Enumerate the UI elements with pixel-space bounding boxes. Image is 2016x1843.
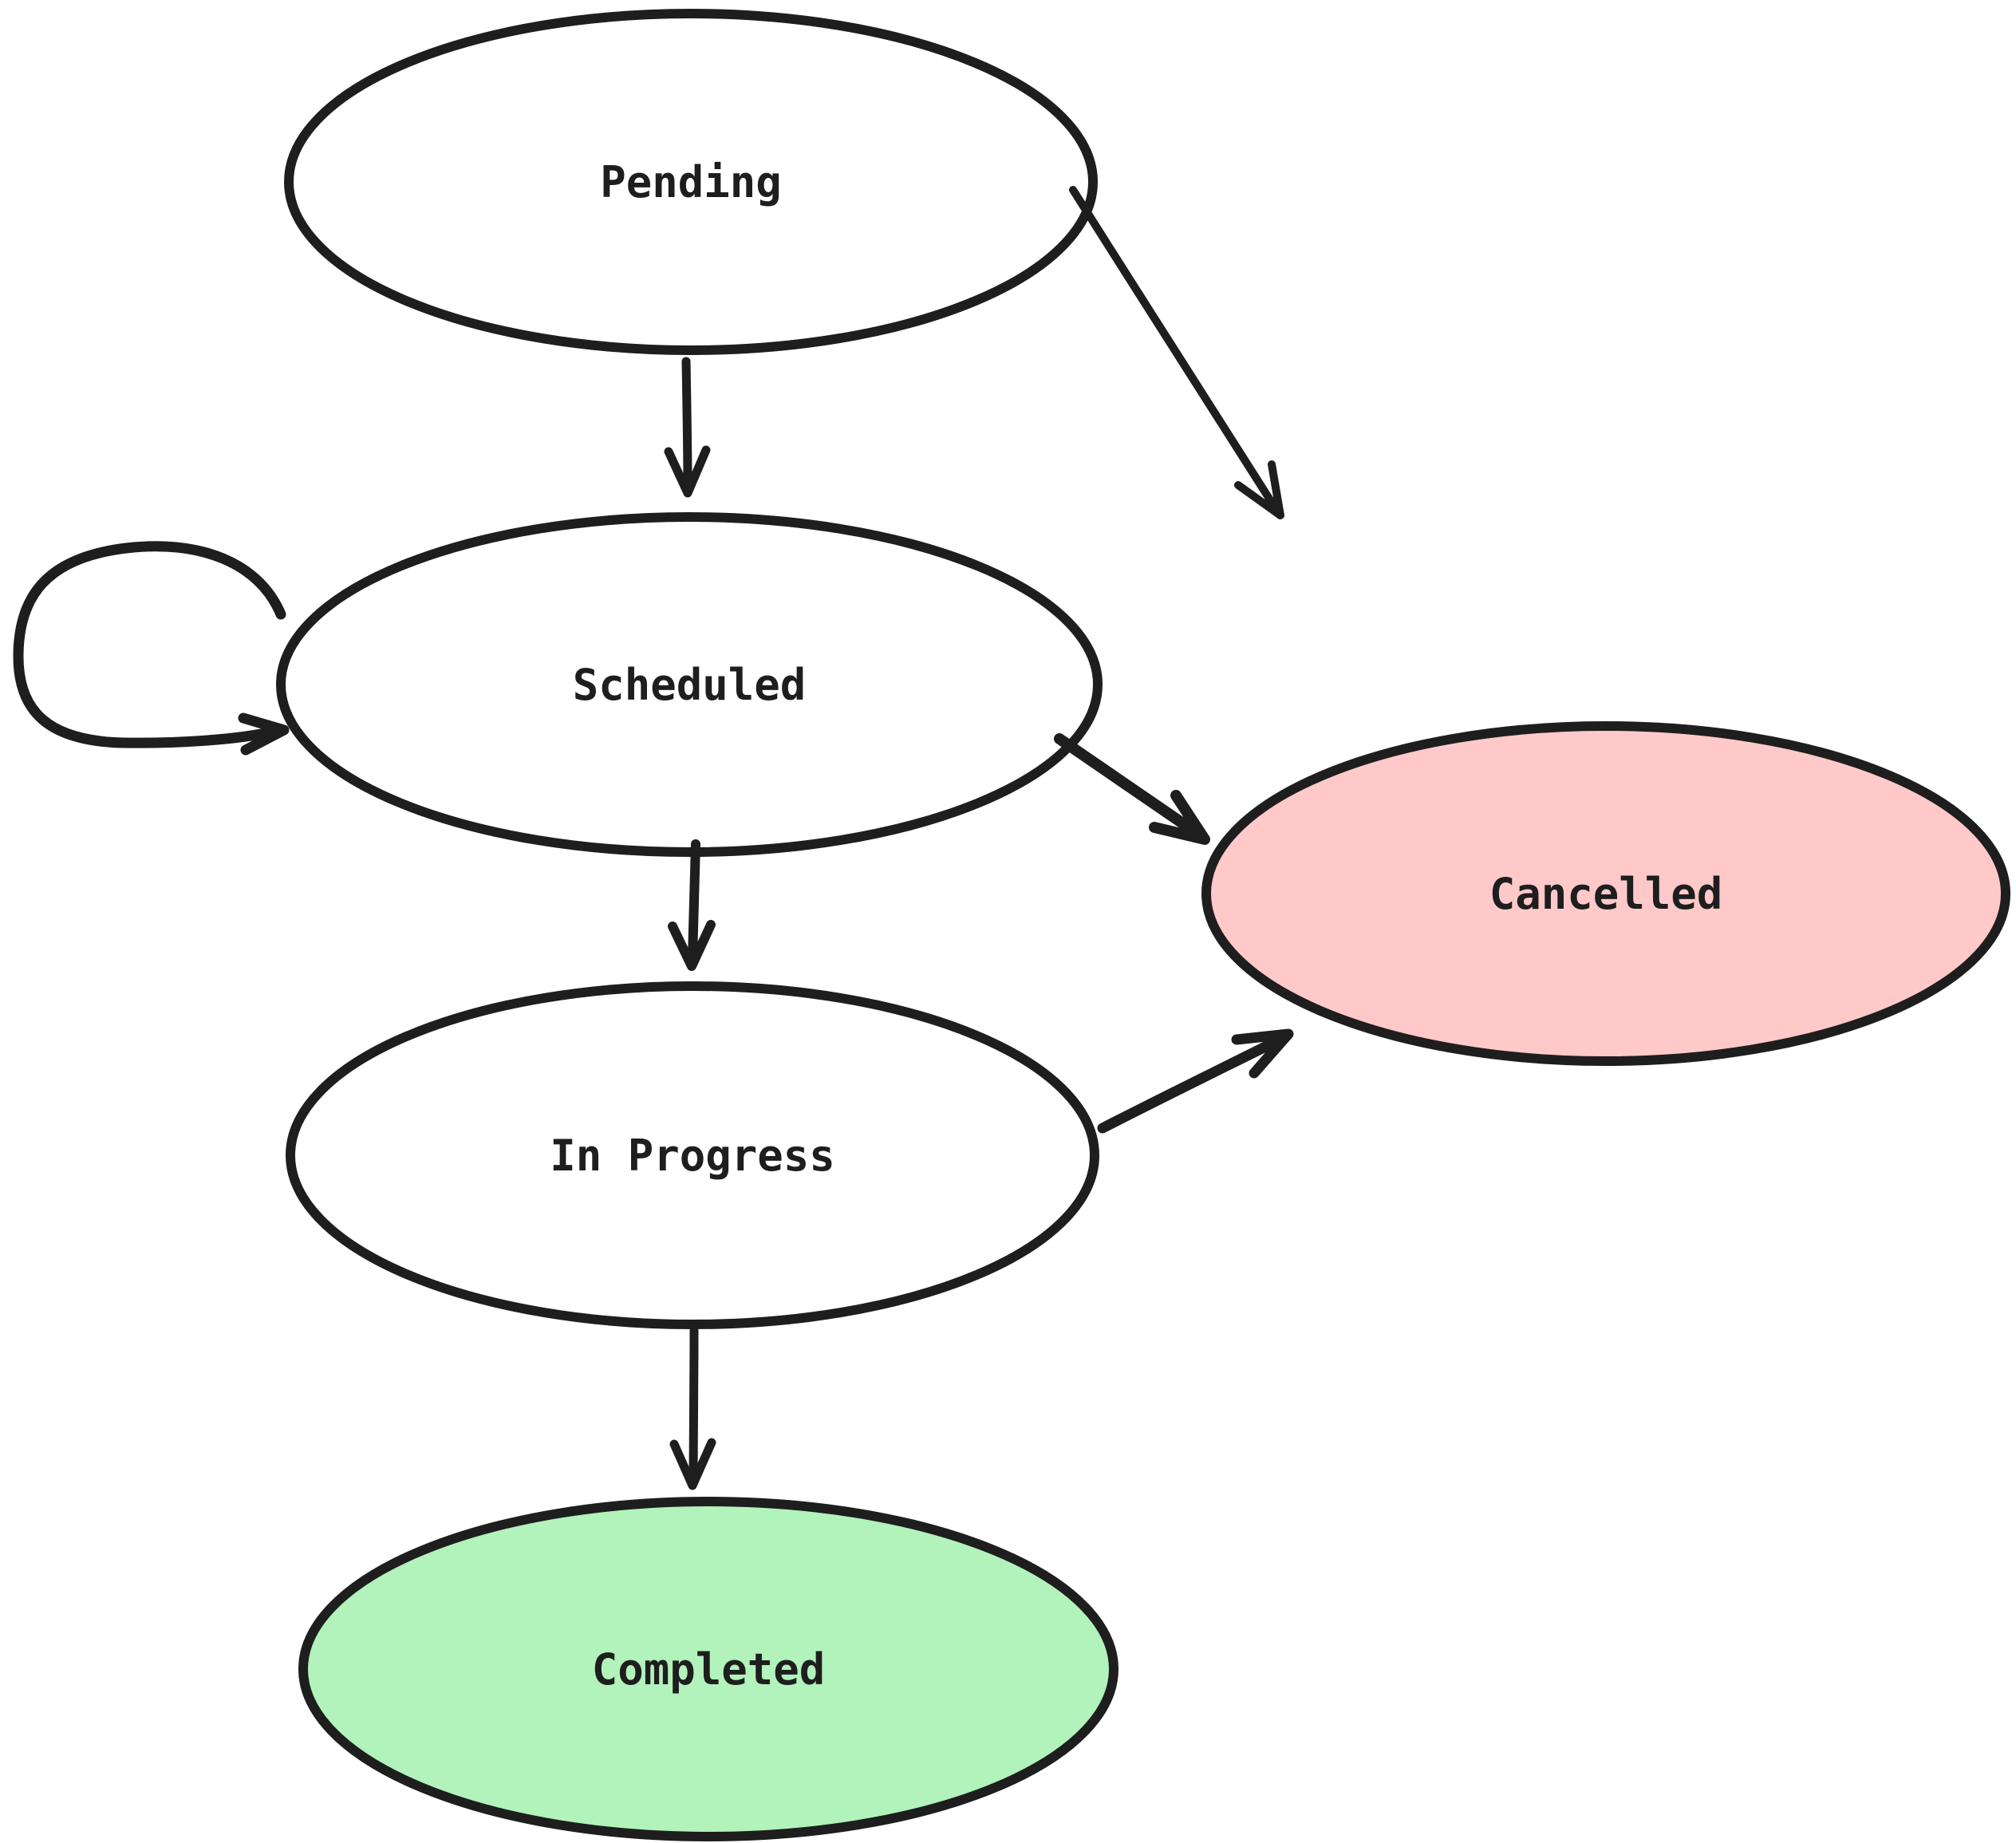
node-ellipse-completed (298, 1497, 1118, 1841)
arrowhead-icon (669, 1438, 716, 1490)
edge-line (688, 1326, 699, 1482)
arrowhead-icon (1231, 1028, 1294, 1079)
state-node-pending: Pending (284, 9, 1098, 355)
node-ellipse-pending (284, 9, 1098, 355)
node-label-in-progress: In Progress (550, 1131, 835, 1181)
arrowhead-icon (1149, 790, 1210, 845)
edges (13, 186, 1294, 1490)
edge-line (681, 357, 692, 490)
node-label-completed: Completed (592, 1644, 826, 1695)
edge-scheduled-to-cancelled (1054, 733, 1210, 845)
arrowhead-icon (668, 920, 716, 971)
edge-scheduled-to-in-progress (668, 839, 716, 971)
node-label-pending: Pending (600, 157, 782, 207)
state-node-scheduled: Scheduled (276, 512, 1103, 857)
edge-in-progress-to-cancelled (1097, 1028, 1294, 1134)
node-label-scheduled: Scheduled (573, 660, 807, 710)
state-node-in-progress: In Progress (286, 981, 1099, 1329)
edge-line (688, 839, 700, 963)
edge-line (13, 541, 286, 748)
arrowhead-icon (664, 445, 711, 498)
edge-pending-to-cancelled (1069, 186, 1284, 519)
state-node-completed: Completed (298, 1497, 1118, 1841)
node-ellipse-scheduled (276, 512, 1103, 857)
arrowhead-icon (1234, 460, 1284, 519)
state-node-cancelled: Cancelled (1201, 721, 2010, 1066)
edge-line (1054, 733, 1202, 839)
nodes: Pending Scheduled In Progress Completed … (276, 9, 2010, 1841)
edge-pending-to-scheduled (664, 357, 711, 498)
node-label-cancelled: Cancelled (1489, 869, 1723, 919)
edge-line (1069, 186, 1279, 511)
edge-in-progress-to-completed (669, 1326, 716, 1490)
edge-line (1097, 1033, 1287, 1134)
node-ellipse-in-progress (286, 981, 1099, 1329)
arrowhead-icon (238, 712, 290, 756)
edge-scheduled-self-loop (13, 541, 290, 756)
node-ellipse-cancelled (1201, 721, 2010, 1066)
